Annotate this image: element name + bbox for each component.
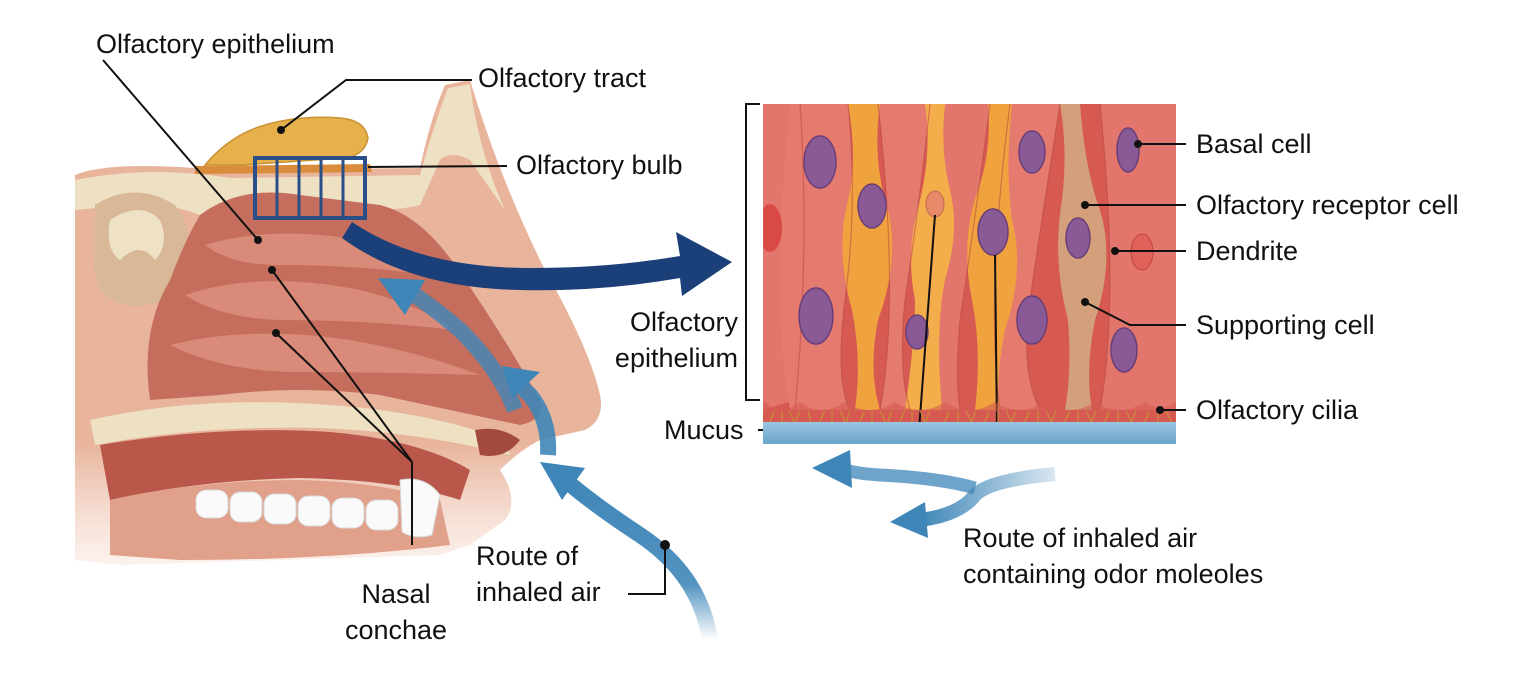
inhaled-air-arrows-right (812, 450, 1056, 538)
label-nasal-conchae-line2: conchae (344, 615, 448, 645)
label-dendrite: Dendrite (1196, 236, 1299, 266)
mucus-layer (763, 422, 1176, 444)
label-supporting-cell: Supporting cell (1196, 310, 1375, 340)
olfactory-tract (203, 116, 369, 166)
skull-bone (75, 84, 505, 215)
zoom-arrow (342, 222, 732, 296)
mouth-cavity (100, 430, 470, 500)
cribriform-band (195, 164, 372, 174)
magnifier-frame (253, 156, 367, 220)
label-mucus: Mucus (664, 415, 744, 445)
inhaled-air-arrows-left (378, 278, 718, 642)
label-route-right-line1: Route of inhaled air (963, 523, 1198, 553)
epithelium-bracket (745, 103, 760, 401)
concha-lower (170, 333, 480, 375)
epithelium-detail (763, 104, 1176, 444)
label-basal-cell: Basal cell (1196, 129, 1312, 159)
label-olfactory-receptor-cell: Olfactory receptor cell (1196, 190, 1459, 220)
label-olfactory-cilia: Olfactory cilia (1196, 395, 1359, 425)
cilia (768, 409, 1173, 425)
concha-upper (205, 233, 430, 275)
label-epithelium-side-line2: epithelium (614, 343, 738, 373)
nuclei (798, 127, 1140, 373)
palate (90, 402, 510, 455)
label-route-left-line1: Route of (476, 541, 579, 571)
label-route-right-line2: containing odor moleoles (963, 559, 1264, 589)
label-route-left-line2: inhaled air (476, 577, 601, 607)
receptor-cell-shape (842, 104, 893, 410)
label-olfactory-tract: Olfactory tract (478, 63, 647, 93)
label-olfactory-epithelium-top: Olfactory epithelium (96, 29, 335, 59)
leader-lines (102, 59, 1186, 595)
concha-middle (185, 281, 455, 330)
label-olfactory-bulb: Olfactory bulb (516, 150, 683, 180)
label-epithelium-side-line1: Olfactory (629, 307, 738, 337)
label-nasal-conchae-line1: Nasal (361, 579, 431, 609)
teeth (195, 478, 441, 538)
